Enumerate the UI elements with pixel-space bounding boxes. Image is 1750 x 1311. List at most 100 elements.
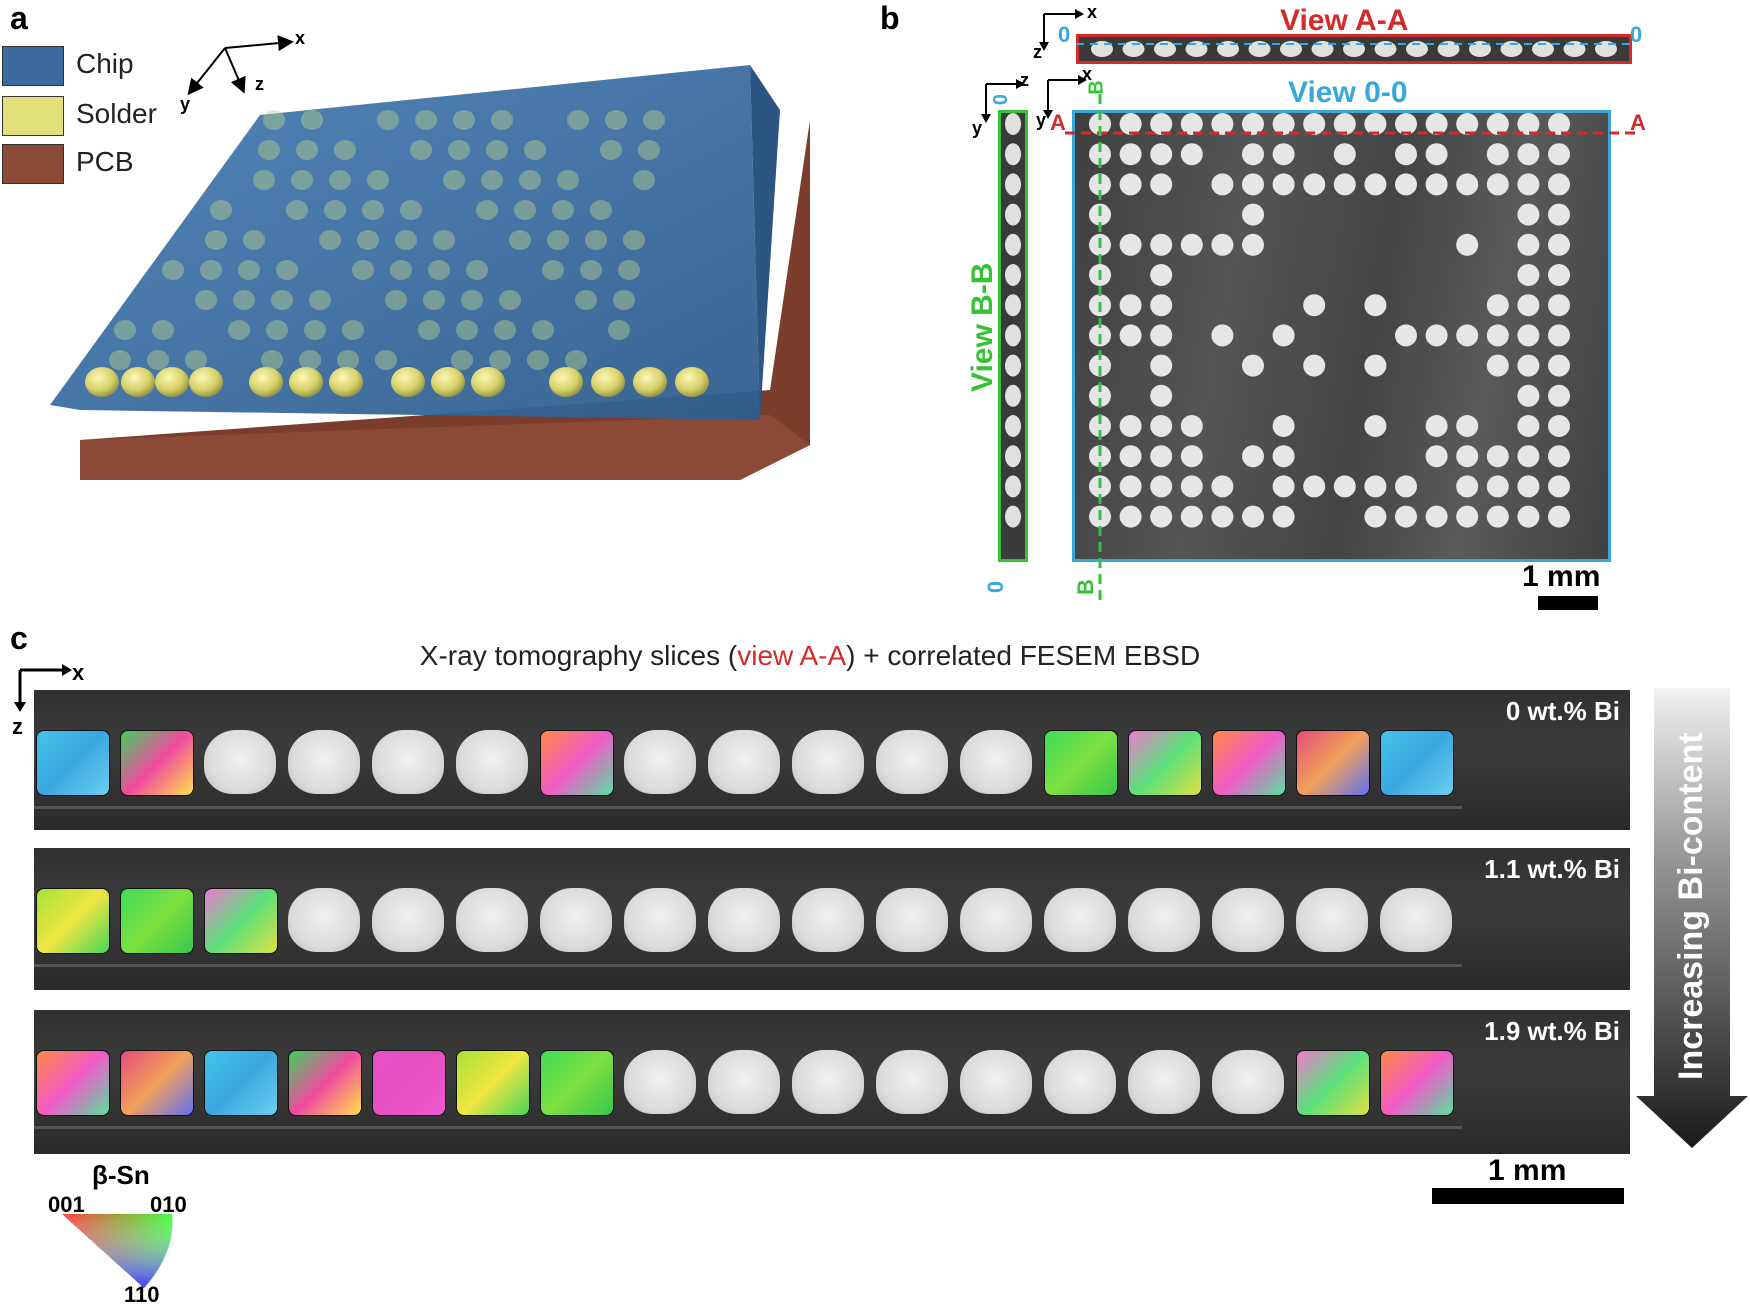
grid-ball — [1456, 475, 1479, 498]
pcb-pad — [1120, 964, 1210, 967]
bb-ball — [1005, 505, 1021, 528]
solder-ball-hidden — [263, 110, 285, 130]
marker-zero-bottom: 0 — [983, 580, 1009, 594]
axis-x-a: x — [295, 28, 306, 48]
solder-ball-hidden — [557, 170, 579, 190]
grid-ball — [1150, 264, 1173, 286]
tomography-ball — [372, 888, 444, 952]
increasing-bi-label: Increasing Bi-content — [1672, 732, 1710, 1080]
legend-solder-label: Solder — [76, 98, 157, 129]
pcb-pad — [1036, 1126, 1126, 1129]
solder-ball-hidden — [633, 170, 655, 190]
grid-ball — [1548, 445, 1570, 468]
axis-y-b-left: y — [972, 118, 983, 138]
ebsd-map — [1128, 730, 1202, 796]
grid-ball — [1456, 173, 1479, 196]
pcb-pad — [34, 1126, 118, 1129]
solder-ball — [591, 367, 625, 397]
pcb-pad — [700, 806, 790, 809]
grid-ball — [1548, 113, 1570, 135]
grid-ball — [1242, 505, 1264, 528]
pcb-pad — [868, 806, 958, 809]
solder-ball-hidden — [342, 320, 364, 340]
pcb-pad — [112, 1126, 202, 1129]
pcb-pad — [532, 964, 622, 967]
grid-ball — [1089, 384, 1111, 407]
grid-ball — [1272, 113, 1295, 135]
grid-ball — [1180, 113, 1203, 135]
grid-ball — [1548, 505, 1570, 528]
pcb-pad — [280, 1126, 370, 1129]
solder-ball-hidden — [319, 230, 341, 250]
solder-ball-hidden — [276, 260, 298, 280]
solder-ball-hidden — [114, 320, 136, 340]
ebsd-map — [204, 888, 278, 954]
solder-ball — [121, 367, 155, 397]
bb-ball — [1005, 354, 1021, 377]
bb-ball — [1005, 475, 1021, 498]
grid-ball — [1211, 233, 1234, 256]
grid-ball — [1119, 294, 1142, 317]
grid-ball — [1119, 475, 1142, 498]
panel-b-letter: b — [880, 0, 900, 36]
solder-ball — [471, 367, 505, 397]
solder-ball-hidden — [334, 140, 356, 160]
solder-ball-hidden — [291, 170, 313, 190]
pcb-pad — [364, 806, 454, 809]
pcb-pad — [784, 964, 874, 967]
pcb-pad — [952, 964, 1042, 967]
grid-ball — [1517, 384, 1540, 407]
grid-ball — [1486, 445, 1509, 468]
grid-ball — [1303, 173, 1326, 196]
grid-ball — [1395, 143, 1417, 166]
grid-ball — [1395, 505, 1417, 528]
grid-ball — [1517, 324, 1540, 347]
panel-c-title-post: ) + correlated FESEM EBSD — [846, 640, 1201, 671]
pcb-pad — [112, 964, 202, 967]
solder-ball-hidden — [643, 110, 665, 130]
tomography-ball — [288, 888, 360, 952]
view-bb-title: View B-B — [966, 262, 999, 392]
ebsd-map — [36, 888, 110, 954]
grid-ball — [1364, 354, 1387, 377]
solder-ball-hidden — [377, 110, 399, 130]
view-aa-zero-right: 0 — [1630, 22, 1643, 47]
view-bb-balls — [1005, 113, 1021, 528]
solder-ball — [155, 367, 189, 397]
axis-x-c: x — [72, 660, 85, 685]
axis-z-c: z — [12, 714, 23, 739]
grid-ball — [1517, 173, 1540, 196]
solder-ball-hidden — [567, 110, 589, 130]
solder-ball — [249, 367, 283, 397]
grid-ball — [1364, 294, 1387, 317]
grid-ball — [1119, 143, 1142, 166]
solder-ball — [289, 367, 323, 397]
grid-ball — [1395, 173, 1417, 196]
grid-ball — [1456, 445, 1479, 468]
grid-ball — [1119, 233, 1142, 256]
ebsd-map — [36, 730, 110, 796]
grid-ball — [1272, 445, 1295, 468]
tomography-ball — [792, 888, 864, 952]
marker-a-right: A — [1630, 110, 1646, 135]
panel-c-title-pre: X-ray tomography slices ( — [419, 640, 738, 671]
pcb-pad — [868, 1126, 958, 1129]
solder-ball-hidden — [623, 230, 645, 250]
tomography-ball — [792, 730, 864, 794]
solder-ball — [329, 367, 363, 397]
tomography-ball — [708, 1050, 780, 1114]
bb-ball — [1005, 384, 1021, 407]
solder-ball-hidden — [547, 230, 569, 250]
solder-ball — [189, 367, 223, 397]
tomography-ball — [624, 730, 696, 794]
solder-ball-hidden — [415, 110, 437, 130]
tomography-ball — [456, 730, 528, 794]
tomography-ball — [1128, 888, 1200, 952]
grid-ball — [1150, 324, 1173, 347]
solder-ball-hidden — [238, 260, 260, 280]
grid-ball — [1119, 324, 1142, 347]
ebsd-map — [372, 1050, 446, 1116]
grid-ball — [1242, 143, 1264, 166]
tomography-ball — [372, 730, 444, 794]
solder-ball-hidden — [152, 320, 174, 340]
